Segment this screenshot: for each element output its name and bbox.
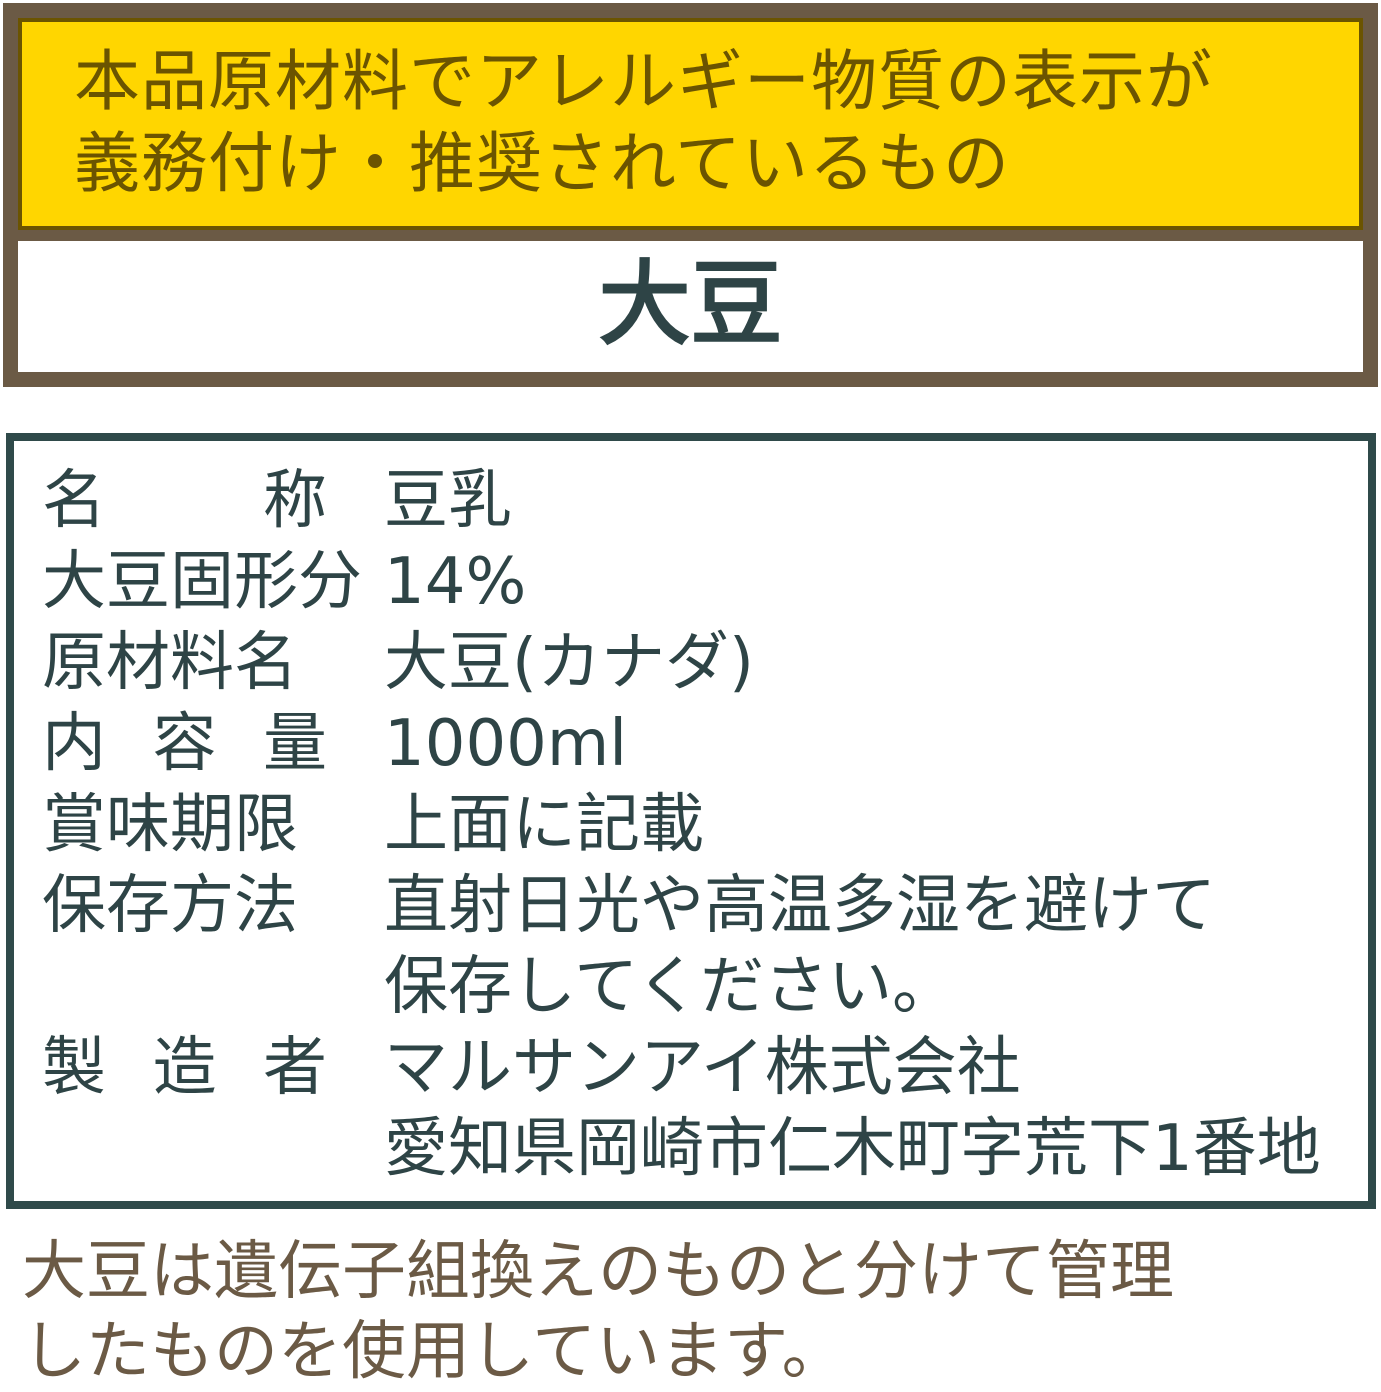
info-value: 大豆(カナダ) (384, 626, 754, 700)
allergen-panel: 本品原材料でアレルギー物質の表示が 義務付け・推奨されているもの 大豆 (3, 3, 1378, 387)
info-value: 上面に記載 (384, 788, 704, 862)
label-char: 容 (152, 707, 217, 781)
product-info-table: 名称 豆乳 大豆固形分 14% 原材料名 大豆(カナダ) 内容量 1000ml … (6, 433, 1376, 1209)
label-char: 名 (42, 464, 106, 538)
gmo-note-line-2: したものを使用しています。 (22, 1315, 846, 1389)
info-label: 製造者 (42, 1028, 327, 1108)
label-char: 製 (42, 1031, 106, 1105)
label-char: 賞味期限 (42, 788, 298, 862)
label-char: 者 (263, 1031, 327, 1105)
allergen-value-area: 大豆 (18, 241, 1363, 372)
info-value-cont: 保存してください。 (384, 950, 957, 1024)
info-value: 豆乳 (384, 464, 512, 538)
allergen-header: 本品原材料でアレルギー物質の表示が 義務付け・推奨されているもの (18, 18, 1363, 230)
gmo-note: 大豆は遺伝子組換えのものと分けて管理 したものを使用しています。 (22, 1232, 1174, 1392)
info-value: 14% (384, 545, 527, 619)
info-label: 賞味期限 (42, 785, 327, 865)
info-label: 内容量 (42, 704, 327, 784)
info-label: 大豆固形分 (42, 542, 362, 622)
label-char: 造 (152, 1031, 217, 1105)
label-char: 大豆固形分 (42, 545, 362, 619)
info-label: 名称 (42, 461, 327, 541)
label-char: 量 (263, 707, 327, 781)
info-value: 1000ml (384, 707, 627, 781)
info-value-cont: 愛知県岡崎市仁木町字荒下1番地 (384, 1112, 1321, 1186)
label-char: 内 (42, 707, 106, 781)
label-char: 保存方法 (42, 869, 298, 943)
allergen-header-line-2: 義務付け・推奨されているもの (74, 125, 1011, 202)
info-label: 保存方法 (42, 866, 327, 946)
info-value: 直射日光や高温多湿を避けて (384, 869, 1216, 943)
info-label: 原材料名 (42, 623, 327, 703)
info-value: マルサンアイ株式会社 (384, 1031, 1021, 1105)
allergen-header-line-1: 本品原材料でアレルギー物質の表示が (74, 43, 1213, 120)
gmo-note-line-1: 大豆は遺伝子組換えのものと分けて管理 (22, 1235, 1174, 1309)
label-char: 原材料名 (42, 626, 298, 700)
allergen-value: 大豆 (598, 251, 783, 358)
label-char: 称 (263, 464, 327, 538)
